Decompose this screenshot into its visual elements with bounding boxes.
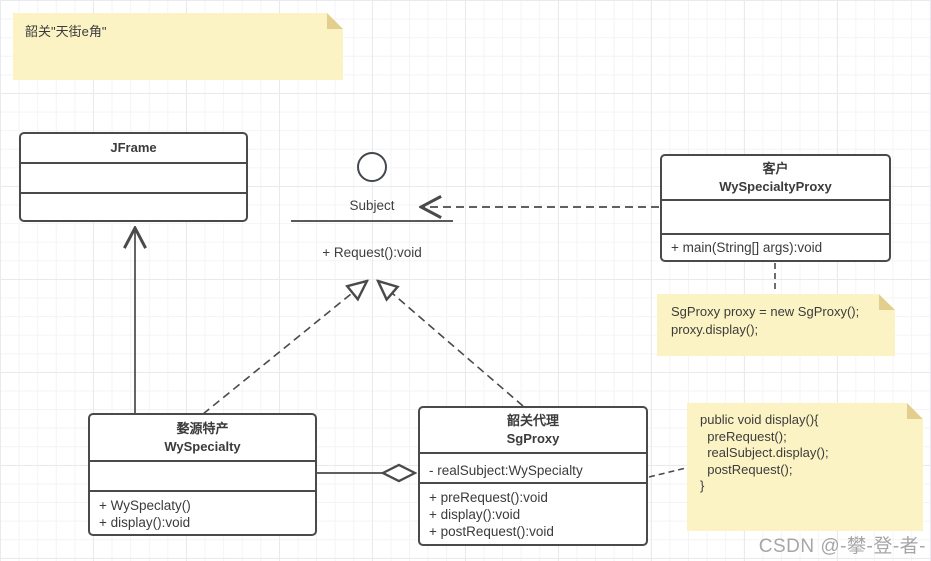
class-wyspecialty[interactable]: 婺源特产 WySpecialty + WySpeclaty() + displa… [88,413,317,536]
class-title: 客户 WySpecialtyProxy [662,156,889,199]
method-item: + preRequest():void [429,490,548,505]
realization-wyspecialty-to-subject[interactable] [202,281,367,415]
realization-sgproxy-to-subject[interactable] [378,281,524,407]
attributes-compartment [662,199,889,233]
class-title: 韶关代理 SgProxy [420,408,646,452]
code-line: SgProxy proxy = new SgProxy(); [671,304,860,319]
subject-interface-name[interactable]: Subject [349,198,395,213]
method-item: + display():void [429,507,521,522]
class-title: JFrame [110,140,157,155]
note-client-code[interactable]: SgProxy proxy = new SgProxy(); proxy.dis… [657,294,895,356]
class-title-en: WySpecialtyProxy [719,178,832,194]
code-line: } [700,478,705,493]
methods-compartment: + WySpeclaty() + display():void [90,490,315,534]
subject-interface-method: + Request():void [322,245,422,260]
attributes-compartment [21,162,246,192]
subject-interface-circle[interactable] [357,152,387,182]
attributes-compartment: - realSubject:WySpecialty [420,452,646,482]
code-line: preRequest(); [700,428,787,444]
class-jframe[interactable]: JFrame [19,132,248,222]
class-sgproxy[interactable]: 韶关代理 SgProxy - realSubject:WySpecialty +… [418,406,648,546]
class-title: 婺源特产 WySpecialty [90,415,315,460]
code-line: realSubject.display(); [700,445,829,460]
note-link-display-code[interactable] [648,467,687,478]
class-title-cn: 韶关代理 [506,413,559,428]
methods-compartment: + preRequest():void + display():void + p… [420,482,646,544]
class-title-en: SgProxy [506,431,560,446]
method-item: + main(String[] args):void [671,240,823,255]
class-title-en: WySpecialty [164,438,241,454]
method-item: + WySpeclaty() [99,498,191,513]
class-title-cn: 婺源特产 [176,420,229,436]
note-display-code[interactable]: public void display(){ preRequest(); rea… [687,403,923,531]
methods-compartment: + main(String[] args):void [662,233,889,260]
code-line: public void display(){ [700,412,819,427]
code-line: proxy.display(); [671,321,759,337]
class-title-cn: 客户 [762,160,789,176]
note-shaoguan[interactable]: 韶关"天街e角" [13,13,343,80]
code-line: postRequest(); [700,461,793,477]
note-text: 韶关"天街e角" [25,24,107,39]
csdn-watermark: CSDN @-攀-登-者- [758,536,926,557]
attribute-item: - realSubject:WySpecialty [429,463,583,478]
method-item: + display():void [99,515,191,530]
class-wyspecialtyproxy[interactable]: 客户 WySpecialtyProxy + main(String[] args… [660,154,891,262]
methods-compartment [21,192,246,220]
method-item: + postRequest():void [429,524,554,539]
attributes-compartment [90,460,315,490]
